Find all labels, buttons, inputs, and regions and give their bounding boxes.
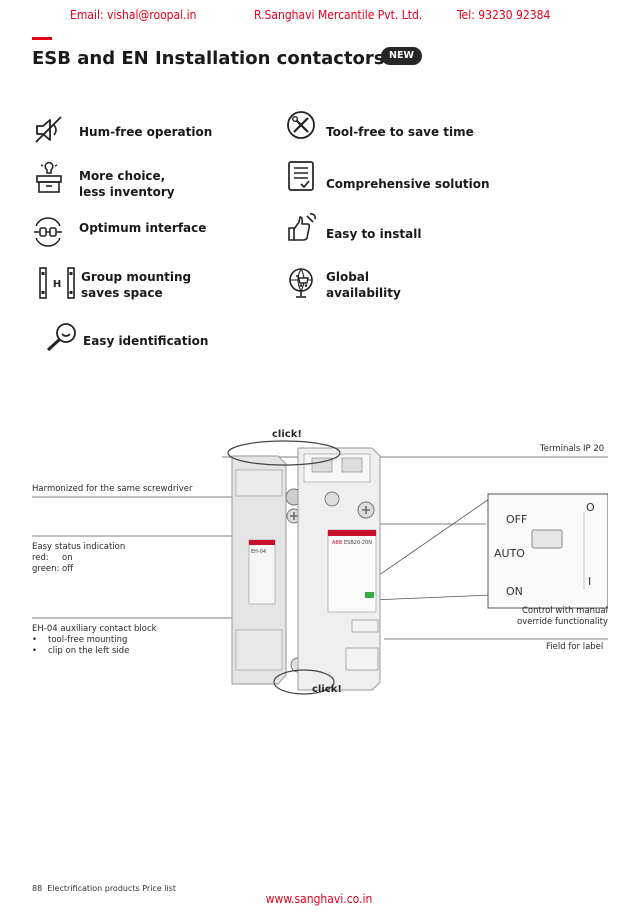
- new-badge: NEW: [381, 47, 422, 65]
- field-for-label: Field for label: [546, 642, 604, 652]
- feature-more-choice: More choice, less inventory: [79, 169, 175, 199]
- footer-label: Electrification products Price list: [47, 884, 177, 893]
- feature-install: Easy to install: [326, 227, 422, 241]
- footer-page-info: 88 Electrification products Price list: [32, 884, 176, 893]
- switch-on-label: ON: [506, 585, 523, 598]
- switch-auto-label: AUTO: [494, 547, 525, 560]
- magnifier-icon: [46, 323, 76, 352]
- thumbs-up-wrench-icon: [288, 213, 316, 241]
- feature-global: Global availability: [326, 270, 401, 300]
- control-label: Control with manual override functionali…: [516, 606, 608, 627]
- speaker-muted-icon: [35, 116, 62, 143]
- website-link[interactable]: www.sanghavi.co.in: [265, 892, 373, 906]
- contactor-illustration: [32, 440, 608, 695]
- status-indicator-green: [365, 592, 374, 598]
- page-number: 88: [32, 884, 43, 893]
- feature-interface: Optimum interface: [79, 221, 207, 235]
- click-label-top: click!: [272, 429, 302, 440]
- terminals-label: Terminals IP 20: [540, 444, 605, 454]
- feature-hum-free: Hum-free operation: [79, 125, 213, 139]
- feature-tool-free: Tool-free to save time: [326, 125, 474, 139]
- interface-connector-icon: [34, 217, 62, 247]
- aux-contact-block: EH-04 auxiliary contact block •tool-free…: [32, 624, 157, 656]
- header-company: R.Sanghavi Mercantile Pvt. Ltd.: [254, 8, 423, 22]
- header-email[interactable]: Email: vishal@roopal.in: [70, 8, 197, 22]
- title-accent-line: [32, 37, 52, 40]
- feature-identification: Easy identification: [83, 334, 209, 348]
- header-bar: Email: vishal@roopal.in R.Sanghavi Merca…: [0, 8, 638, 28]
- status-indication-block: Easy status indication red:on green:off: [32, 542, 126, 574]
- page-title: ESB and EN Installation contactors: [32, 48, 385, 69]
- feature-group: Group mounting saves space: [81, 270, 192, 300]
- aux-model-label: EH-04: [251, 549, 267, 555]
- main-model-label: ESB20-20N: [344, 540, 373, 546]
- svg-text:H: H: [53, 279, 61, 290]
- switch-off-label: OFF: [506, 513, 528, 526]
- screwdriver-label: Harmonized for the same screwdriver: [32, 484, 193, 494]
- lightbulb-box-icon: [36, 161, 62, 193]
- switch-zero-label: O: [586, 501, 595, 514]
- globe-cart-icon: [289, 268, 313, 298]
- crossed-tools-icon: [287, 111, 315, 139]
- product-diagram: click! click! Terminals IP 20 Harmonized…: [32, 420, 608, 698]
- header-phone[interactable]: Tel: 93230 92384: [457, 8, 551, 22]
- group-mounting-icon: H: [39, 267, 75, 299]
- brand-label: ABB: [332, 540, 343, 546]
- switch-one-label: I: [588, 575, 592, 588]
- feature-comprehensive: Comprehensive solution: [326, 177, 490, 191]
- checklist-icon: [288, 161, 314, 191]
- click-label-bottom: click!: [312, 684, 342, 695]
